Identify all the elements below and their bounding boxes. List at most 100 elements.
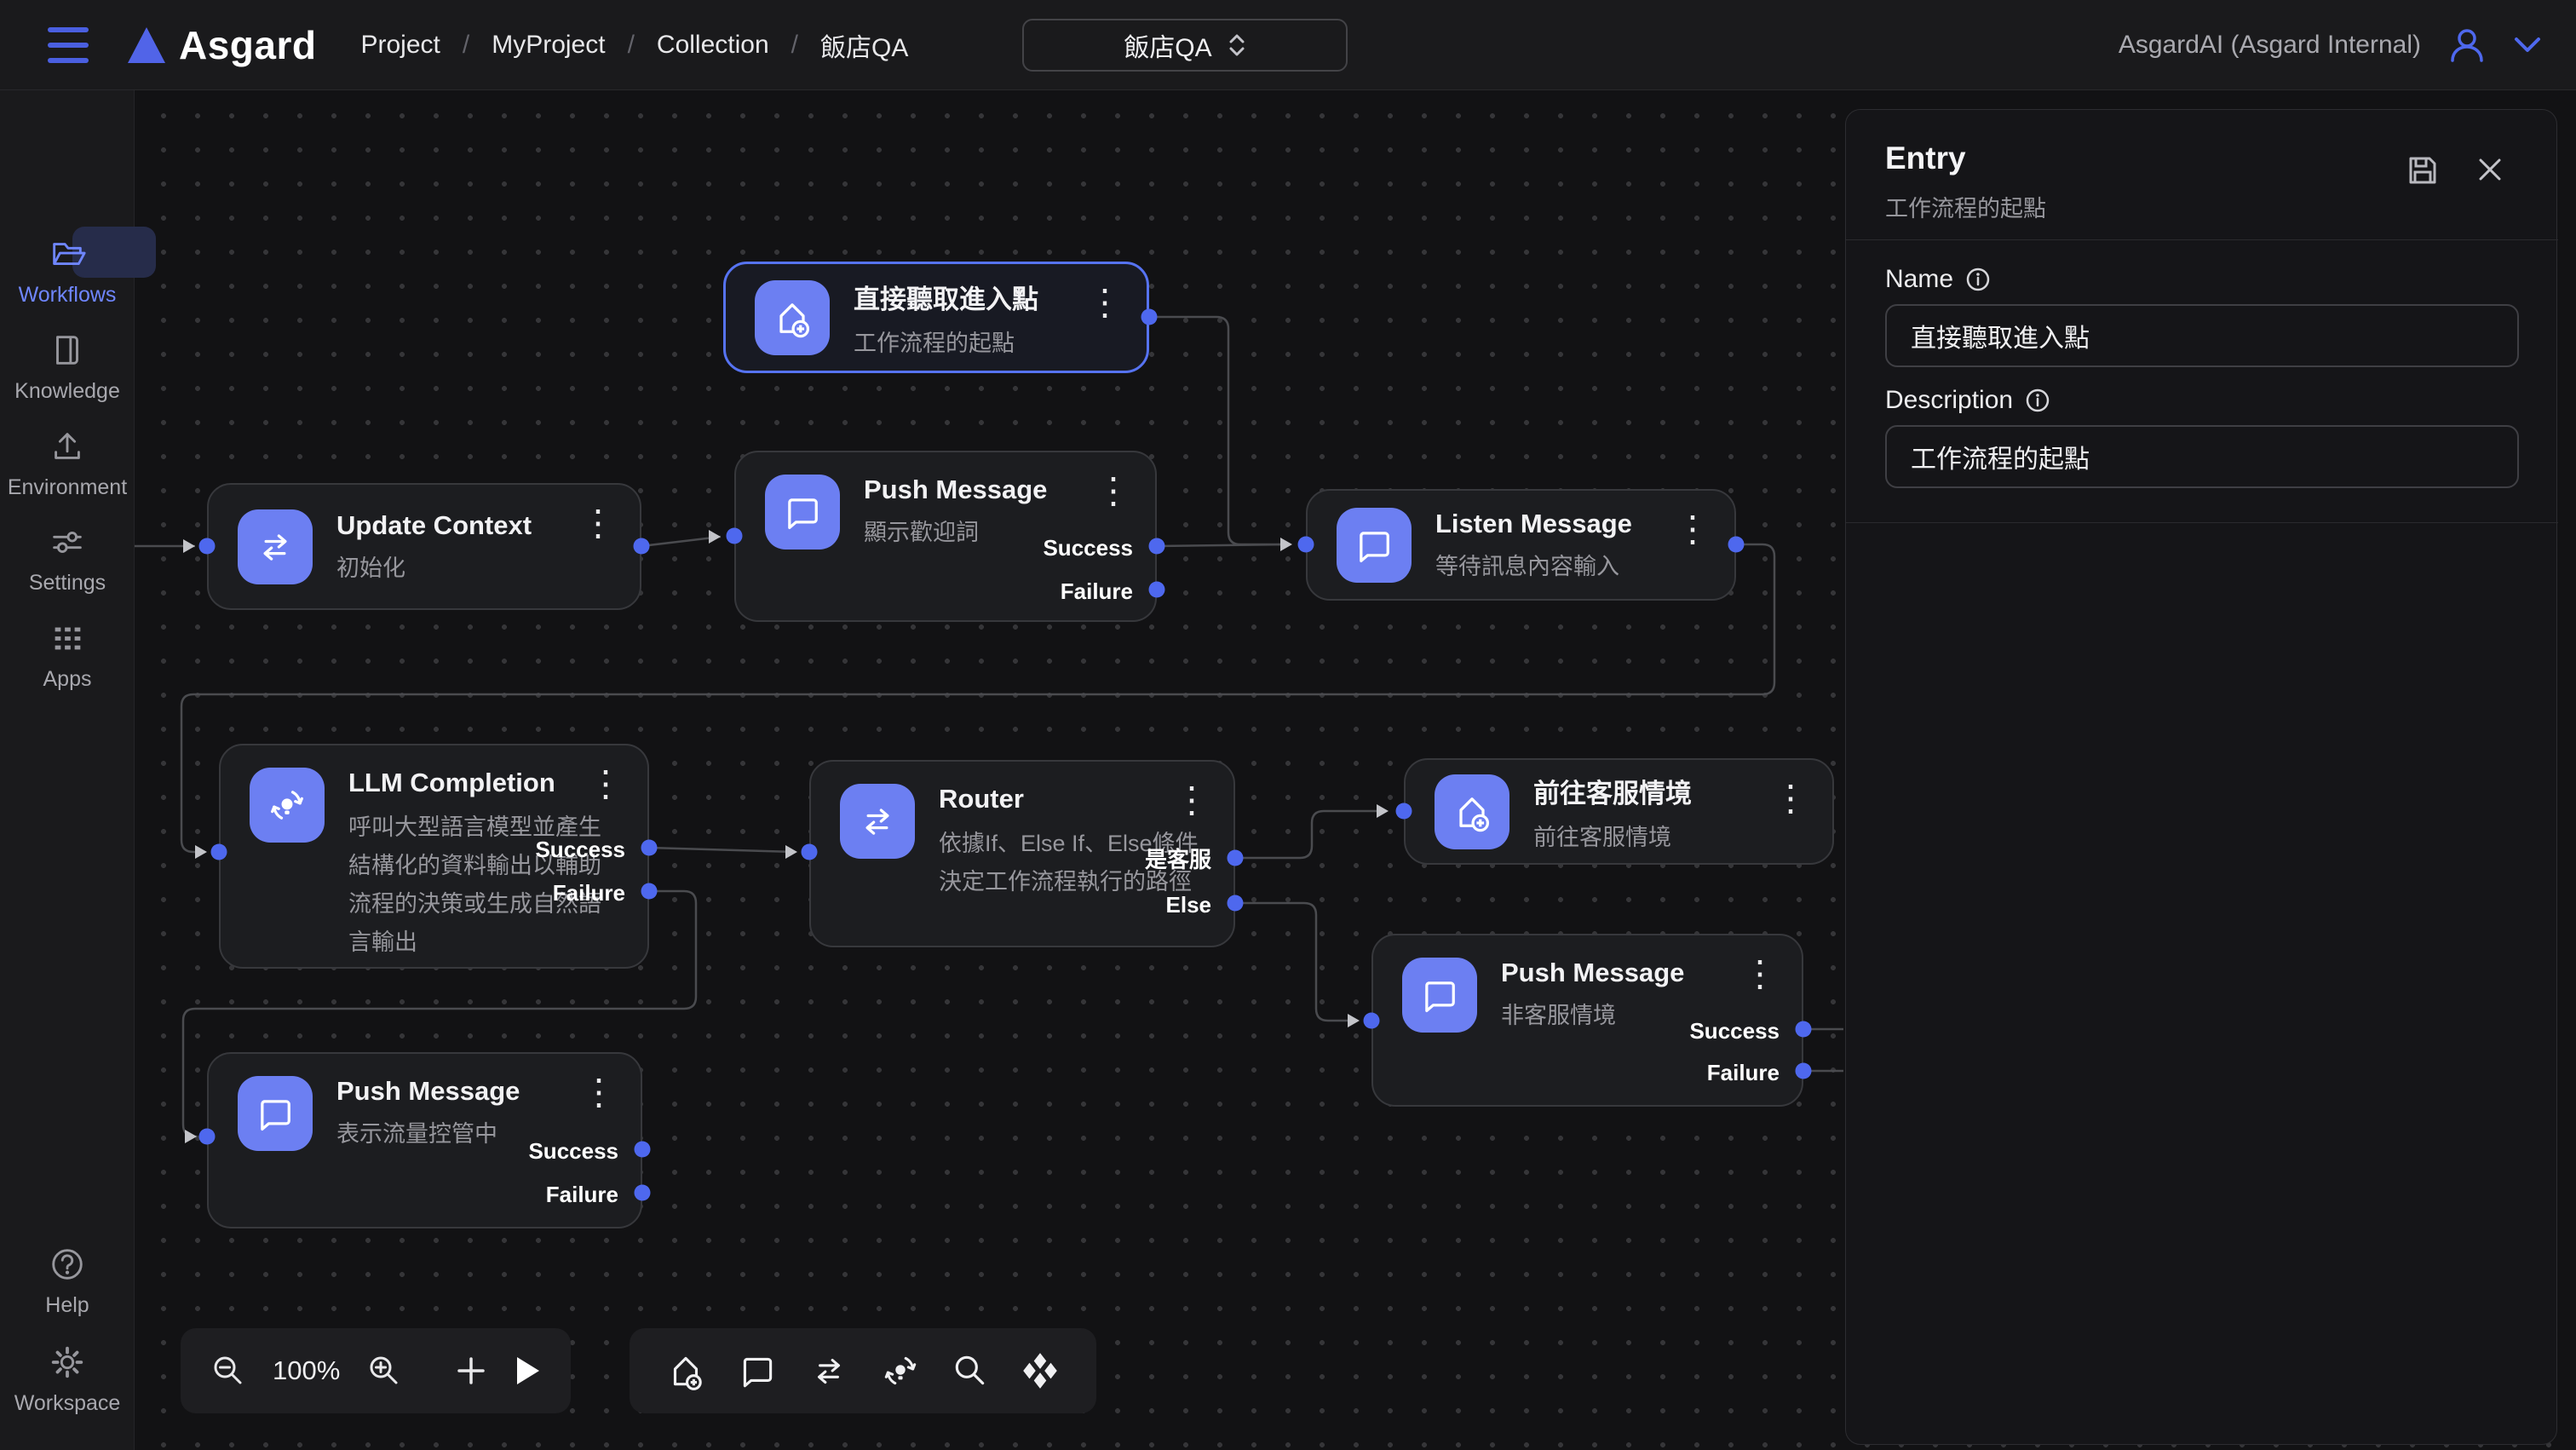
node-subtitle: 顯示歡迎詞 xyxy=(864,520,979,545)
sidebar-item-label: Knowledge xyxy=(14,379,120,403)
node-push-message-throttle[interactable]: Push Message 表示流量控管中 ⋮ Success Failure xyxy=(207,1052,642,1228)
speech-bubble-icon xyxy=(1402,958,1477,1033)
run-workflow-button[interactable] xyxy=(514,1355,543,1387)
gear-icon xyxy=(47,1342,88,1383)
breadcrumb-myproject[interactable]: MyProject xyxy=(492,30,606,59)
kebab-menu-icon[interactable]: ⋮ xyxy=(1675,509,1711,549)
app-logo[interactable]: Asgard xyxy=(128,22,316,68)
folder-open-icon xyxy=(47,227,156,278)
zoom-in-icon[interactable] xyxy=(365,1352,403,1390)
speech-bubble-icon xyxy=(1337,507,1412,583)
sidebar-item-workspace[interactable]: Workspace xyxy=(0,1342,135,1416)
output-port-label: Success xyxy=(528,1138,618,1164)
sidebar-item-label: Environment xyxy=(7,475,128,499)
workflow-selector-value: 飯店QA xyxy=(1124,34,1212,62)
speech-bubble-icon xyxy=(238,1076,313,1151)
fit-view-icon[interactable] xyxy=(1019,1349,1061,1392)
node-title: Update Context xyxy=(336,510,532,540)
node-subtitle: 前往客服情境 xyxy=(1533,824,1671,850)
node-subtitle: 非客服情境 xyxy=(1501,1003,1616,1028)
info-icon[interactable] xyxy=(2025,388,2050,413)
kebab-menu-icon[interactable]: ⋮ xyxy=(1174,780,1210,820)
output-port-label: Failure xyxy=(1060,578,1133,604)
node-update-context[interactable]: Update Context 初始化 ⋮ xyxy=(207,483,641,610)
node-title: Push Message xyxy=(864,475,1048,504)
sidebar-item-knowledge[interactable]: Knowledge xyxy=(0,330,135,404)
speech-bubble-icon xyxy=(765,475,840,550)
panel-subtitle: 工作流程的起點 xyxy=(1885,196,2046,222)
output-port-label: Success xyxy=(1689,1018,1780,1044)
chevron-updown-icon xyxy=(1229,34,1245,56)
breadcrumb: Project / MyProject / Collection / 飯店QA xyxy=(360,26,908,64)
panel-title: Entry xyxy=(1885,141,1966,175)
node-listen-message[interactable]: Listen Message 等待訊息內容輸入 ⋮ xyxy=(1306,489,1736,601)
context-node-icon[interactable] xyxy=(808,1349,850,1392)
name-input[interactable] xyxy=(1885,304,2519,367)
node-subtitle: 工作流程的起點 xyxy=(854,330,1015,356)
breadcrumb-workflow[interactable]: 飯店QA xyxy=(819,33,909,62)
grid-icon xyxy=(47,618,88,659)
user-icon[interactable] xyxy=(2445,23,2489,67)
top-bar: Asgard Project / MyProject / Collection … xyxy=(0,0,2576,90)
llm-node-icon[interactable] xyxy=(879,1349,922,1392)
sidebar-item-label: Help xyxy=(45,1293,89,1317)
description-input[interactable] xyxy=(1885,425,2519,488)
node-title: LLM Completion xyxy=(348,768,555,797)
kebab-menu-icon[interactable]: ⋮ xyxy=(580,503,616,543)
node-goto-cs[interactable]: 前往客服情境 前往客服情境 ⋮ xyxy=(1404,758,1834,865)
sidebar-item-settings[interactable]: Settings xyxy=(0,521,135,596)
book-icon xyxy=(47,330,88,371)
zoom-toolbar: 100% xyxy=(181,1328,571,1413)
kebab-menu-icon[interactable]: ⋮ xyxy=(1742,953,1778,993)
logo-text: Asgard xyxy=(179,22,317,67)
account-name: AsgardAI (Asgard Internal) xyxy=(2118,31,2421,59)
node-router[interactable]: Router 依據If、Else If、Else條件決定工作流程執行的路徑 ⋮ … xyxy=(809,760,1235,947)
breadcrumb-project[interactable]: Project xyxy=(360,30,440,59)
output-port-label: Else xyxy=(1165,892,1212,918)
node-subtitle: 初始化 xyxy=(336,555,405,581)
kebab-menu-icon[interactable]: ⋮ xyxy=(1095,470,1131,510)
sidebar-item-label: Workspace xyxy=(14,1391,121,1415)
node-llm-completion[interactable]: LLM Completion 呼叫大型語言模型並產生結構化的資料輸出以輔助流程的… xyxy=(219,744,649,969)
search-icon[interactable] xyxy=(951,1351,990,1390)
node-push-message-noncs[interactable]: Push Message 非客服情境 ⋮ Success Failure xyxy=(1371,934,1803,1107)
panel-divider xyxy=(1846,239,2558,240)
node-title: Listen Message xyxy=(1435,509,1632,538)
add-entry-node-icon[interactable] xyxy=(664,1349,707,1392)
name-field-label: Name xyxy=(1885,265,1991,294)
description-label-text: Description xyxy=(1885,386,2014,414)
output-port-label: Failure xyxy=(552,880,625,906)
node-push-message-welcome[interactable]: Push Message 顯示歡迎詞 ⋮ Success Failure xyxy=(734,451,1157,622)
add-node-button[interactable] xyxy=(454,1354,488,1388)
node-palette-toolbar xyxy=(630,1328,1096,1413)
sidebar-item-workflows[interactable]: Workflows xyxy=(0,227,156,308)
swap-arrows-icon xyxy=(238,509,313,584)
zoom-out-icon[interactable] xyxy=(210,1352,247,1390)
kebab-menu-icon[interactable]: ⋮ xyxy=(588,763,624,803)
save-icon[interactable] xyxy=(2403,151,2442,194)
sidebar-item-apps[interactable]: Apps xyxy=(0,618,135,692)
description-field-label: Description xyxy=(1885,386,2050,415)
chevron-down-icon[interactable] xyxy=(2513,36,2542,55)
sidebar-item-environment[interactable]: Environment xyxy=(0,426,135,500)
logo-triangle-icon xyxy=(128,26,165,63)
output-port-label: Failure xyxy=(545,1182,618,1207)
close-icon[interactable] xyxy=(2473,152,2507,191)
upload-icon xyxy=(47,426,88,467)
breadcrumb-collection[interactable]: Collection xyxy=(656,30,769,59)
kebab-menu-icon[interactable]: ⋮ xyxy=(1773,778,1808,818)
info-icon[interactable] xyxy=(1965,267,1991,292)
kebab-menu-icon[interactable]: ⋮ xyxy=(581,1072,617,1112)
hamburger-menu-icon[interactable] xyxy=(48,26,89,63)
sidebar-item-label: Settings xyxy=(28,571,106,595)
house-plus-icon xyxy=(755,279,830,355)
sidebar-item-help[interactable]: Help xyxy=(0,1244,135,1318)
node-subtitle: 表示流量控管中 xyxy=(336,1121,497,1147)
message-node-icon[interactable] xyxy=(736,1349,779,1392)
node-title: Push Message xyxy=(1501,958,1685,987)
llm-rotate-icon xyxy=(250,768,325,843)
node-title: Push Message xyxy=(336,1076,520,1106)
kebab-menu-icon[interactable]: ⋮ xyxy=(1087,282,1123,322)
workflow-selector[interactable]: 飯店QA xyxy=(1022,19,1348,72)
node-entry[interactable]: 直接聽取進入點 工作流程的起點 ⋮ xyxy=(723,262,1149,373)
